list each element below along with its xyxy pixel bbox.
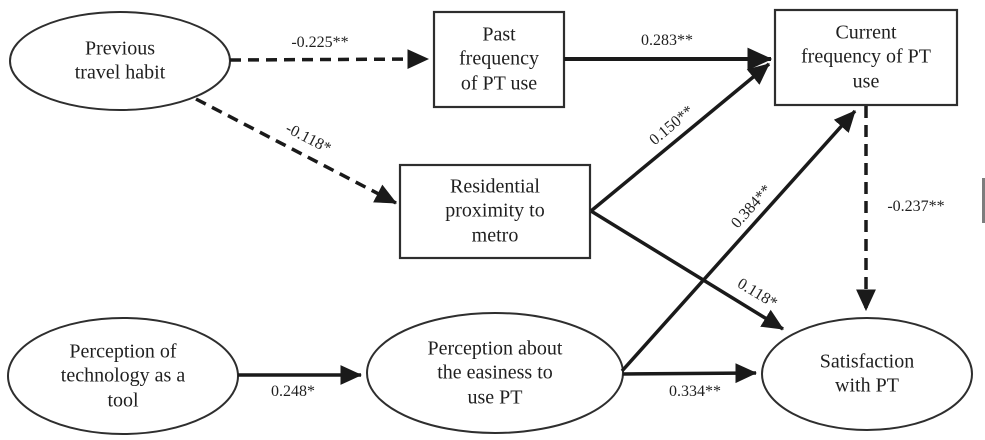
node-label-perception-of-technology-as-a-tool: Perception of technology as a tool xyxy=(60,340,186,412)
node-ellipse-satisfaction-with-pt xyxy=(761,317,973,431)
edge-label-technology-to-easiness: 0.248* xyxy=(271,383,315,400)
node-rect-current-frequency-of-pt-use xyxy=(773,8,959,107)
node-label-perception-about-the-easiness-to-use-pt: Perception about the easiness to use PT xyxy=(427,337,563,409)
node-label-residential-proximity-to-metro: Residential proximity to metro xyxy=(445,175,545,247)
edge-label-easiness-to-satisfaction: 0.334** xyxy=(669,383,721,400)
edge-line-residential-to-current-frequency xyxy=(589,62,771,213)
node-label-previous-travel-habit: Previous travel habit xyxy=(74,37,166,84)
right-edge-artifact xyxy=(982,178,985,223)
edge-line-previous-to-residential xyxy=(195,97,397,205)
edge-line-easiness-to-current-frequency xyxy=(620,109,857,373)
edge-line-previous-to-past-frequency xyxy=(229,49,430,70)
node-label-current-frequency-of-pt-use: Current frequency of PT use xyxy=(801,21,931,93)
edge-line-easiness-to-satisfaction xyxy=(622,363,758,384)
node-rect-residential-proximity-to-metro xyxy=(398,163,592,260)
edge-label-previous-to-past-frequency: -0.225** xyxy=(291,34,349,51)
node-label-past-frequency-of-pt-use: Past frequency of PT use xyxy=(459,23,539,95)
edge-label-past-frequency-to-current-frequency: 0.283** xyxy=(641,32,693,49)
edge-line-residential-to-satisfaction xyxy=(590,209,784,331)
node-label-satisfaction-with-pt: Satisfaction with PT xyxy=(819,350,915,397)
node-rect-past-frequency-of-pt-use xyxy=(432,10,566,109)
edge-label-current-frequency-to-satisfaction: -0.237** xyxy=(887,198,945,215)
node-ellipse-previous-travel-habit xyxy=(9,11,231,111)
